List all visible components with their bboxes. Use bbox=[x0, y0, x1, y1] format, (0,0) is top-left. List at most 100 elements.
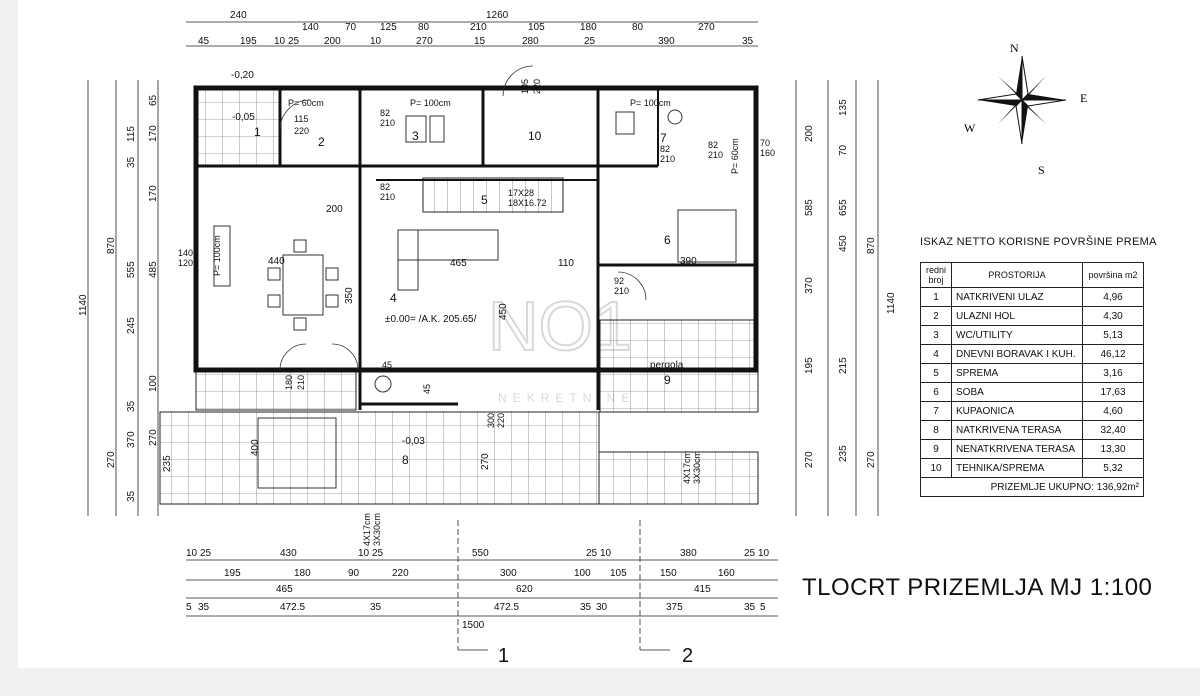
top-dim: 15 bbox=[474, 36, 486, 47]
right-dim: 235 bbox=[838, 445, 849, 462]
room-6: 6 bbox=[664, 233, 671, 247]
room-1: 1 bbox=[254, 125, 261, 139]
left-dim: 65 bbox=[148, 94, 159, 106]
bottom-dim: 90 bbox=[348, 568, 360, 579]
pipe-5: P= 60cm bbox=[730, 138, 740, 174]
pipe-4: P= 100cm bbox=[212, 235, 222, 276]
top-dim: 25 bbox=[288, 36, 300, 47]
dim-d13: 70 bbox=[760, 138, 770, 148]
bottom-dim: 35 bbox=[580, 602, 592, 613]
drawing-sheet: NO1 NEKRETNINE bbox=[18, 0, 1200, 668]
row-no: 10 bbox=[920, 458, 952, 478]
terrace-tiles bbox=[159, 87, 759, 505]
dim-d4: 210 bbox=[380, 118, 395, 128]
right-dim: 1140 bbox=[886, 292, 897, 314]
top-dim: 240 bbox=[230, 10, 247, 21]
bottom-dim: 472.5 bbox=[494, 602, 519, 613]
row-name: DNEVNI BORAVAK I KUH. bbox=[951, 344, 1083, 364]
dimension-lines bbox=[87, 21, 879, 651]
top-dim: 10 bbox=[370, 36, 382, 47]
table-header-row: redni broj PROSTORIJA površina m2 bbox=[920, 262, 1144, 288]
row-name: SOBA bbox=[951, 382, 1083, 402]
dim-d3: 82 bbox=[380, 108, 390, 118]
top-dim: 270 bbox=[416, 36, 433, 47]
doors bbox=[279, 65, 647, 371]
bottom-dimensions: 10 25 430 10 25 550 25 10 380 25 10 195 … bbox=[186, 548, 770, 631]
right-dim: 655 bbox=[838, 199, 849, 216]
total-area: PRIZEMLJE UKUPNO: 136,92m² bbox=[920, 477, 1144, 497]
row-name: SPREMA bbox=[951, 363, 1083, 383]
top-dim: 200 bbox=[324, 36, 341, 47]
top-dim: 125 bbox=[380, 22, 397, 33]
pergola-label: pergola bbox=[650, 360, 684, 371]
bottom-dim: 35 bbox=[370, 602, 382, 613]
dim-i6: 110 bbox=[558, 258, 574, 269]
top-dim: 45 bbox=[198, 36, 210, 47]
room-7: 7 bbox=[660, 131, 667, 145]
right-dim: 450 bbox=[838, 235, 849, 252]
top-dim: 280 bbox=[522, 36, 539, 47]
top-dim: 1260 bbox=[486, 10, 509, 21]
top-dim: 140 bbox=[302, 22, 319, 33]
right-dim: 270 bbox=[804, 451, 815, 468]
bottom-dim: 415 bbox=[694, 584, 711, 595]
compass-w: W bbox=[964, 121, 976, 135]
dim-i8: 400 bbox=[250, 439, 261, 456]
dim-d5: 82 bbox=[380, 182, 390, 192]
right-dim: 215 bbox=[838, 357, 849, 374]
right-dim: 135 bbox=[838, 99, 849, 116]
bottom-dim: 220 bbox=[392, 568, 409, 579]
bottom-dim: 10 bbox=[758, 548, 770, 559]
bottom-dim: 160 bbox=[718, 568, 735, 579]
dim-d14: 160 bbox=[760, 148, 775, 158]
left-dim: 270 bbox=[148, 429, 159, 446]
step-1: 4X17cm bbox=[362, 513, 372, 546]
top-dim: 10 bbox=[274, 36, 286, 47]
pipe-2: P= 100cm bbox=[410, 98, 451, 108]
right-dim: 370 bbox=[804, 277, 815, 294]
bottom-dim: 25 bbox=[200, 548, 212, 559]
dim-d19: 180 bbox=[284, 375, 294, 390]
left-dim: 35 bbox=[126, 490, 137, 502]
dim-d18: 210 bbox=[614, 286, 629, 296]
bottom-dim: 25 bbox=[372, 548, 384, 559]
row-no: 4 bbox=[920, 344, 952, 364]
bottom-dim: 550 bbox=[472, 548, 489, 559]
row-area: 5,32 bbox=[1082, 458, 1144, 478]
top-dim: 25 bbox=[584, 36, 596, 47]
row-no: 5 bbox=[920, 363, 952, 383]
dim-i2: 465 bbox=[450, 258, 467, 269]
row-no: 3 bbox=[920, 325, 952, 345]
bottom-dim: 105 bbox=[610, 568, 627, 579]
left-dim: 870 bbox=[106, 237, 117, 254]
top-dimensions: 240 1260 140 70 125 80 210 105 180 80 27… bbox=[198, 10, 754, 47]
row-no: 1 bbox=[920, 287, 952, 307]
pipe-1: P= 60cm bbox=[288, 98, 324, 108]
step-2: 3X30cm bbox=[372, 513, 382, 546]
top-dim: 270 bbox=[698, 22, 715, 33]
header-no: redni broj bbox=[920, 262, 952, 288]
dim-d1: 115 bbox=[294, 114, 308, 124]
dim-i3: 390 bbox=[680, 256, 697, 267]
row-name: NATKRIVENA TERASA bbox=[951, 420, 1083, 440]
bottom-dim: 380 bbox=[680, 548, 697, 559]
level-label: ±0.00= /A.K. 205.65/ bbox=[385, 314, 477, 325]
drawing-title: TLOCRT PRIZEMLJA MJ 1:100 bbox=[802, 574, 1153, 601]
bottom-dim: 30 bbox=[596, 602, 608, 613]
dim-d17: 92 bbox=[614, 276, 624, 286]
room-3: 3 bbox=[412, 129, 419, 143]
dim-d11: 105 bbox=[520, 79, 530, 94]
row-no: 9 bbox=[920, 439, 952, 459]
right-dim: 195 bbox=[804, 357, 815, 374]
top-dim: 105 bbox=[528, 22, 545, 33]
left-dim: 100 bbox=[148, 375, 159, 392]
header-area: površina m2 bbox=[1082, 262, 1144, 288]
top-dim: 35 bbox=[742, 36, 754, 47]
dim-d12: 220 bbox=[532, 79, 542, 94]
